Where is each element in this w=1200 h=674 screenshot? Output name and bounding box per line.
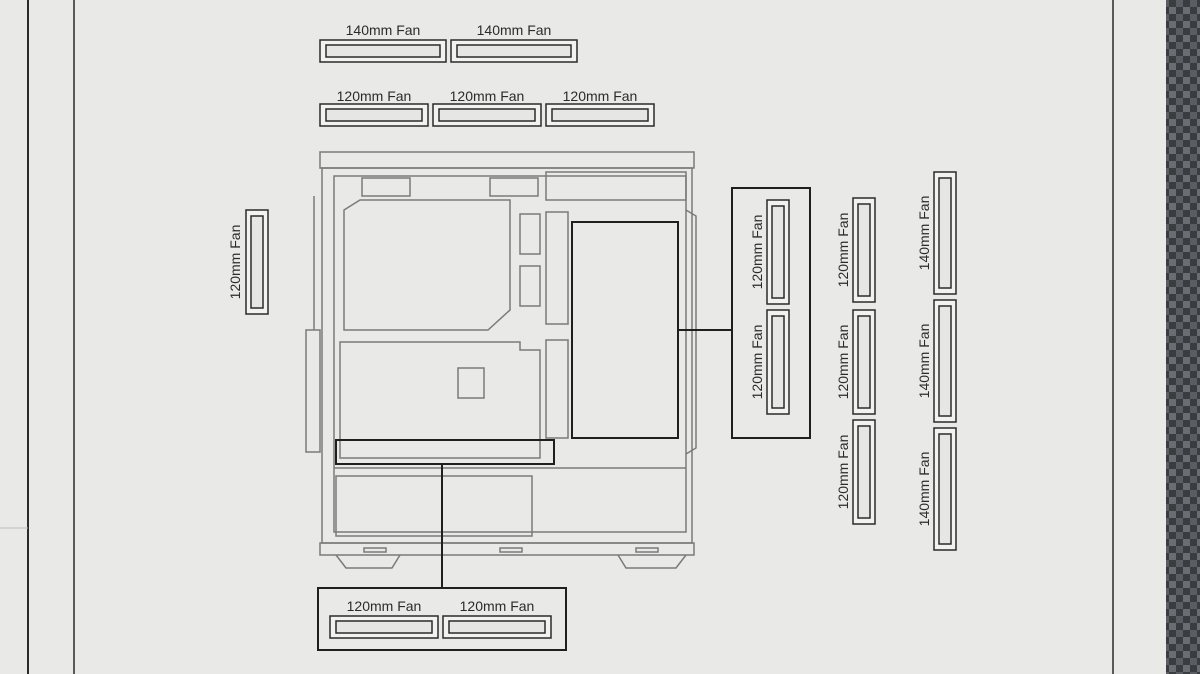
label-fan-120-column-c: 120mm Fan <box>835 435 851 510</box>
label-fan-120-rear: 120mm Fan <box>227 225 243 300</box>
label-fan-140-column-b: 140mm Fan <box>916 324 932 399</box>
label-fan-120-top-c: 120mm Fan <box>563 88 638 104</box>
label-fan-140-column-a: 140mm Fan <box>916 196 932 271</box>
psu-shroud <box>335 475 533 537</box>
case-foot-left <box>335 554 401 569</box>
drive-bay <box>545 171 687 201</box>
cpu-cutout <box>457 367 485 399</box>
motherboard-tray <box>339 341 541 459</box>
case-foot-right <box>617 554 687 569</box>
label-fan-140-top-b: 140mm Fan <box>477 22 552 38</box>
front-callout-box <box>731 187 811 439</box>
case-bottom-rail <box>319 542 695 556</box>
bottom-callout-box <box>317 587 567 651</box>
label-fan-120-top-a: 120mm Fan <box>337 88 412 104</box>
label-fan-140-top-a: 140mm Fan <box>346 22 421 38</box>
label-fan-120-bottom-b: 120mm Fan <box>460 598 535 614</box>
motherboard-cutout <box>343 199 511 331</box>
label-fan-140-column-c: 140mm Fan <box>916 452 932 527</box>
pc-case-side-view <box>305 151 697 569</box>
bottom-fan-zone <box>335 439 555 465</box>
carbon-fiber-edge <box>1166 0 1200 674</box>
label-fan-120-column-b: 120mm Fan <box>835 325 851 400</box>
label-fan-120-front-boxed-a: 120mm Fan <box>749 215 765 290</box>
rear-io-bracket <box>305 329 321 453</box>
label-fan-120-column-a: 120mm Fan <box>835 213 851 288</box>
label-fan-120-bottom-a: 120mm Fan <box>347 598 422 614</box>
label-fan-120-top-b: 120mm Fan <box>450 88 525 104</box>
label-fan-120-front-boxed-b: 120mm Fan <box>749 325 765 400</box>
